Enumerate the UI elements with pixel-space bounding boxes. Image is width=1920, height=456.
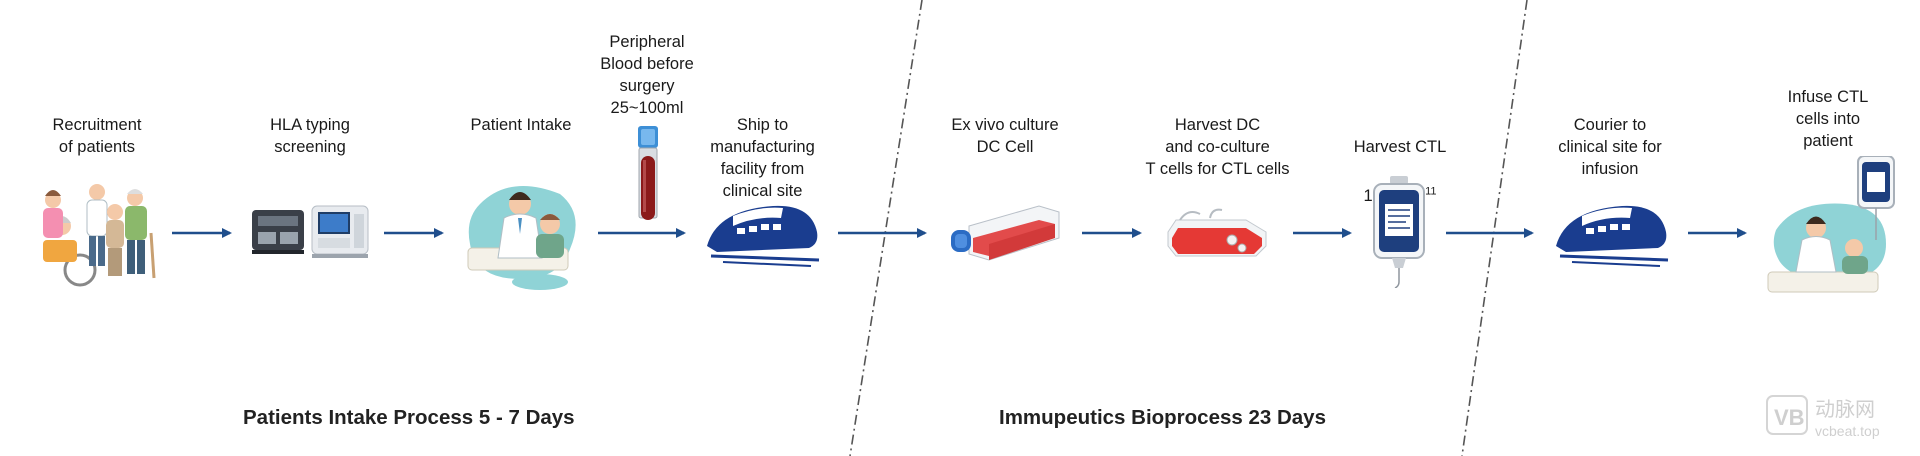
- phase-divider-2: [1461, 0, 1528, 456]
- step-label-blood: Peripheral Blood before surgery 25~100ml: [600, 33, 694, 117]
- hla-sequencer-icon: [252, 205, 369, 258]
- svg-text:VB: VB: [1774, 405, 1805, 430]
- harvest-ctl-title: Harvest CTL: [1353, 138, 1447, 156]
- blood-tube-icon: [638, 126, 658, 220]
- train-icon: [1556, 205, 1669, 267]
- infusion-patient-icon: [1767, 156, 1895, 293]
- step-label-hla: HLA typing screening: [270, 116, 350, 156]
- step-label-harvest-dc: Harvest DC and co-culture T cells for CT…: [1145, 116, 1290, 178]
- step-label-courier: Courier to clinical site for infusion: [1558, 116, 1662, 178]
- cell-bag-red-icon: [1167, 208, 1267, 257]
- step-label-recruitment: Recruitment of patients: [52, 116, 142, 156]
- phase-title-intake: Patients Intake Process 5 - 7 Days: [243, 406, 575, 429]
- doctor-patient-icon: [467, 186, 576, 290]
- train-icon: [707, 205, 820, 267]
- phase-divider-1: [849, 0, 923, 456]
- step-label-culture: Ex vivo culture DC Cell: [951, 116, 1059, 156]
- step-label-infuse: Infuse CTL cells into patient: [1787, 88, 1869, 150]
- watermark-cn: 动脉网: [1815, 398, 1875, 421]
- step-label-intake: Patient Intake: [470, 116, 572, 134]
- step-label-ship: Ship to manufacturing facility from clin…: [710, 116, 815, 200]
- watermark-logo: VB 动脉网 vcbeat.top: [1766, 395, 1880, 439]
- infusion-bag-icon: [1373, 176, 1425, 288]
- patients-group-icon: [43, 184, 156, 287]
- watermark-url: vcbeat.top: [1815, 423, 1880, 439]
- culture-flask-icon: [951, 205, 1060, 261]
- phase-title-bioprocess: Immupeutics Bioprocess 23 Days: [999, 406, 1326, 429]
